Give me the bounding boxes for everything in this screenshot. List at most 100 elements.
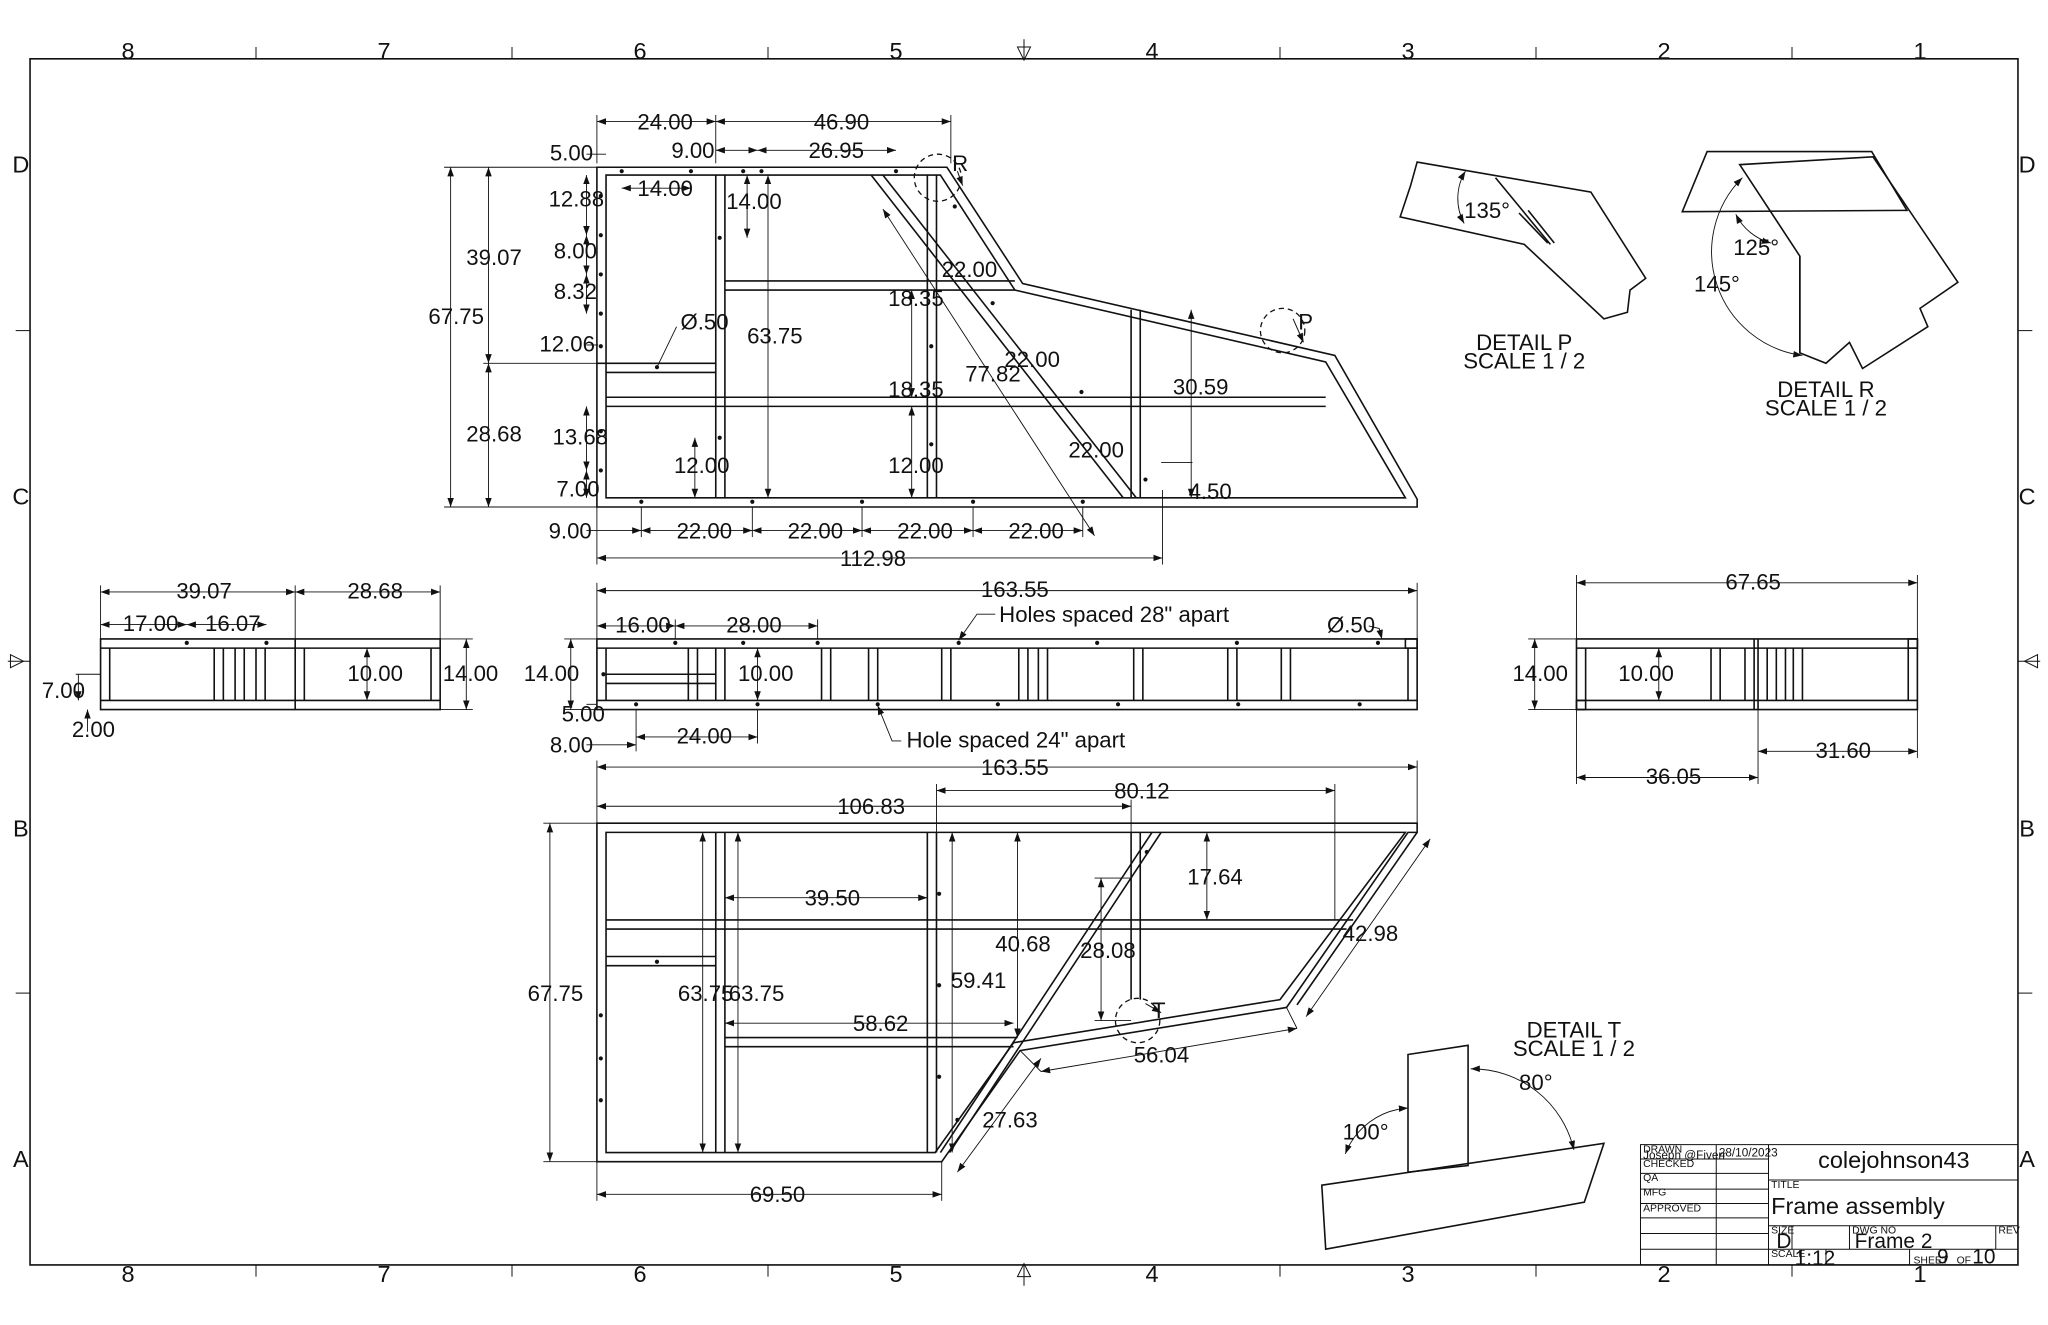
front-note-holes-28: Holes spaced 28" apart: [999, 602, 1229, 627]
dim-12-00-a: 12.00: [674, 453, 730, 478]
detail-t-title: DETAIL T: [1527, 1018, 1622, 1043]
tb-drawn-label: DRAWN: [1643, 1145, 1682, 1156]
right-dim-67-65: 67.65: [1725, 569, 1781, 594]
bottom-dim-40-68: 40.68: [995, 931, 1051, 956]
left-dim-2-00: 2.00: [72, 717, 115, 742]
zone-col-top-6: 3: [1401, 38, 1414, 64]
left-dim-28-68: 28.68: [347, 578, 403, 603]
detail-p-title: DETAIL P: [1476, 330, 1572, 355]
bottom-dim-28-08: 28.08: [1080, 938, 1136, 963]
detail-r: 125° 145° DETAIL R SCALE 1 / 2: [1682, 152, 1958, 421]
front-dim-8-00: 8.00: [550, 733, 593, 758]
dim-12-00-b: 12.00: [888, 453, 944, 478]
zone-row-left-c: C: [12, 483, 29, 509]
tb-date: 28/10/2023: [1719, 1146, 1778, 1159]
dim-18-35-b: 18.35: [888, 377, 944, 402]
detail-t-angle-1: 100°: [1343, 1119, 1389, 1144]
detail-p: 135° DETAIL P SCALE 1 / 2: [1400, 162, 1646, 373]
zone-col-top-4: 5: [889, 38, 902, 64]
right-dim-36-05: 36.05: [1646, 764, 1702, 789]
dim-22-00-f: 22.00: [897, 518, 953, 543]
dim-5-00: 5.00: [550, 141, 593, 166]
zone-col-bottom-6: 3: [1401, 1261, 1414, 1287]
front-dim-163-55: 163.55: [981, 577, 1049, 602]
zone-row-right-d: D: [2019, 151, 2036, 177]
dim-9-00-b: 9.00: [549, 518, 592, 543]
zone-row-left-a: A: [13, 1146, 29, 1172]
dim-22-00-d: 22.00: [677, 518, 733, 543]
left-dim-39-07: 39.07: [176, 578, 232, 603]
right-side-view-frame: 67.65 14.00 10.00 31.60 36.05: [1512, 569, 1917, 789]
tb-mfg-label: MFG: [1643, 1188, 1666, 1199]
title-block: DRAWN Joseph @Fiverr CHECKED 28/10/2023 …: [1640, 1145, 2020, 1270]
dim-9-00: 9.00: [671, 138, 714, 163]
left-dim-16-07: 16.07: [205, 611, 261, 636]
zone-row-left-d: D: [12, 151, 29, 177]
detail-r-angle-2: 145°: [1694, 271, 1740, 296]
tb-sheet: 9: [1937, 1246, 1949, 1269]
tb-company: colejohnson43: [1818, 1147, 1970, 1173]
dim-8-32: 8.32: [554, 279, 597, 304]
zone-row-right-b: B: [2019, 815, 2035, 841]
detail-p-scale: SCALE 1 / 2: [1463, 348, 1585, 373]
front-dim-5-00: 5.00: [562, 701, 605, 726]
detail-t: 100° 80° DETAIL T SCALE 1 / 2: [1322, 1018, 1635, 1250]
dim-12-88: 12.88: [549, 186, 605, 211]
bottom-view-frame: T 163.55: [528, 755, 1431, 1207]
tb-dwg-no: Frame 2: [1855, 1230, 1933, 1253]
callout-r: R: [952, 151, 968, 176]
dim-dia-50: Ø.50: [680, 309, 728, 334]
front-dim-28-00: 28.00: [726, 612, 782, 637]
dim-22-00-a: 22.00: [942, 257, 998, 282]
dim-67-75: 67.75: [428, 304, 484, 329]
detail-t-angle-2: 80°: [1519, 1070, 1553, 1095]
dim-12-06: 12.06: [539, 331, 595, 356]
callout-p: P: [1298, 309, 1313, 334]
zone-col-top-1: 8: [121, 38, 134, 64]
zone-col-top-2: 7: [377, 38, 390, 64]
dim-4-50: 4.50: [1189, 479, 1232, 504]
front-dim-16-00: 16.00: [615, 612, 671, 637]
tb-title-label: TITLE: [1771, 1180, 1799, 1191]
zone-col-bottom-5: 4: [1145, 1261, 1158, 1287]
bottom-dim-56-04: 56.04: [1134, 1042, 1190, 1067]
right-dim-10-00: 10.00: [1618, 661, 1674, 686]
right-dim-14-00: 14.00: [1512, 661, 1568, 686]
tb-size: D: [1776, 1230, 1791, 1253]
bottom-dim-59-41: 59.41: [951, 968, 1007, 993]
tb-qa-label: QA: [1643, 1173, 1658, 1184]
front-dim-10-00: 10.00: [738, 661, 794, 686]
left-dim-14-00: 14.00: [443, 661, 499, 686]
top-view-frame: R P: [428, 109, 1417, 571]
dim-28-68: 28.68: [466, 422, 522, 447]
zone-row-right-a: A: [2019, 1146, 2035, 1172]
zone-col-top-8: 1: [1913, 38, 1926, 64]
bottom-dim-106-83: 106.83: [837, 794, 905, 819]
zone-col-bottom-8: 1: [1913, 1261, 1926, 1287]
dim-7-00: 7.00: [556, 477, 599, 502]
front-dim-24-00: 24.00: [677, 724, 733, 749]
zone-col-bottom-4: 5: [889, 1261, 902, 1287]
left-dim-7-00: 7.00: [42, 678, 85, 703]
detail-r-title: DETAIL R: [1777, 377, 1874, 402]
callout-t: T: [1152, 998, 1166, 1023]
front-note-hole-24: Hole spaced 24" apart: [906, 727, 1125, 752]
dim-63-75: 63.75: [747, 324, 803, 349]
tb-drawn-by: Joseph @Fiverr: [1643, 1149, 1726, 1162]
left-side-view-frame: 39.07 28.68 17.00 16.07 10.00 14.00 7.00…: [42, 578, 498, 742]
dim-22-00-g: 22.00: [1008, 518, 1064, 543]
tb-scale-label: SCALE: [1771, 1249, 1805, 1260]
bottom-dim-27-63: 27.63: [982, 1108, 1038, 1133]
right-dim-31-60: 31.60: [1816, 738, 1872, 763]
detail-t-scale: SCALE 1 / 2: [1513, 1036, 1635, 1061]
dim-46-90: 46.90: [814, 109, 870, 134]
tb-rev-label: REV: [1998, 1226, 2019, 1237]
sheet-border: [8, 39, 2040, 1286]
zone-col-top-3: 6: [633, 38, 646, 64]
tb-dwg-no-label: DWG NO: [1852, 1226, 1896, 1237]
dim-39-07: 39.07: [466, 245, 522, 270]
zone-col-bottom-7: 2: [1657, 1261, 1670, 1287]
dim-18-35-a: 18.35: [888, 286, 944, 311]
dim-77-82: 77.82: [965, 362, 1021, 387]
dim-14-00-a: 14.00: [637, 176, 693, 201]
